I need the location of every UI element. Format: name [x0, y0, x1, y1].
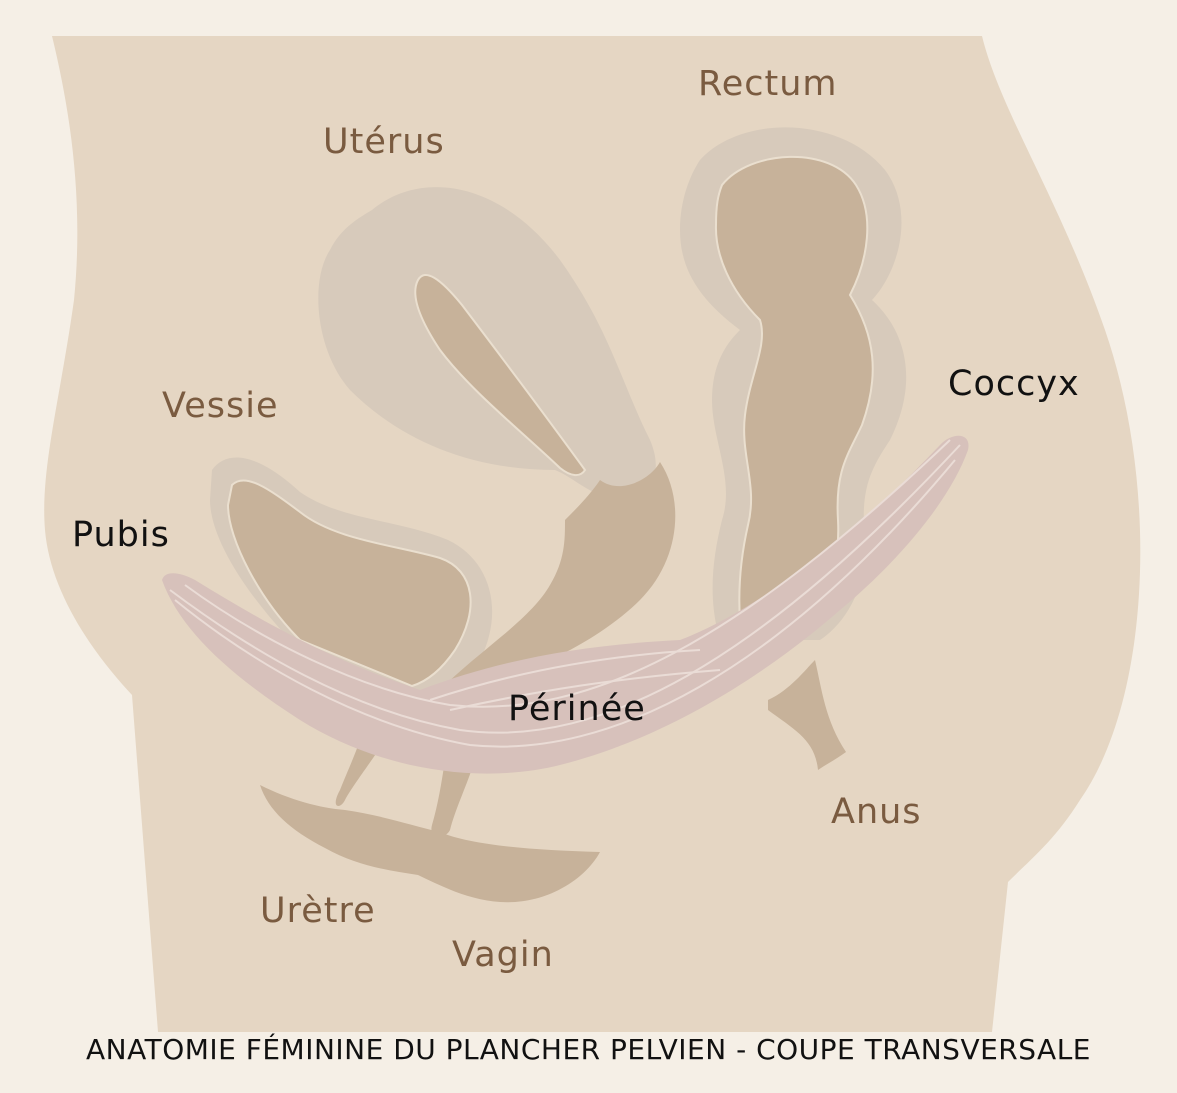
vaginal-canal: [440, 462, 676, 690]
vagina-lower: [431, 760, 475, 837]
label-pubis: Pubis: [72, 515, 170, 555]
perineum-fibers: [169, 439, 961, 748]
label-uterus: Utérus: [323, 122, 445, 162]
perineum-muscle: [162, 435, 969, 774]
label-perineum: Périnée: [508, 689, 646, 729]
label-bladder: Vessie: [162, 386, 279, 426]
urethra: [335, 740, 382, 806]
vulva: [260, 785, 600, 903]
uterus-cavity: [414, 274, 587, 476]
diagram-caption: ANATOMIE FÉMININE DU PLANCHER PELVIEN - …: [86, 1033, 1091, 1066]
label-anus: Anus: [831, 792, 922, 832]
anal-canal: [768, 660, 846, 770]
label-coccyx: Coccyx: [948, 364, 1080, 404]
label-urethra: Urètre: [260, 891, 376, 931]
label-vagina: Vagin: [452, 935, 554, 975]
bladder: [226, 479, 472, 688]
label-rectum: Rectum: [698, 64, 838, 104]
